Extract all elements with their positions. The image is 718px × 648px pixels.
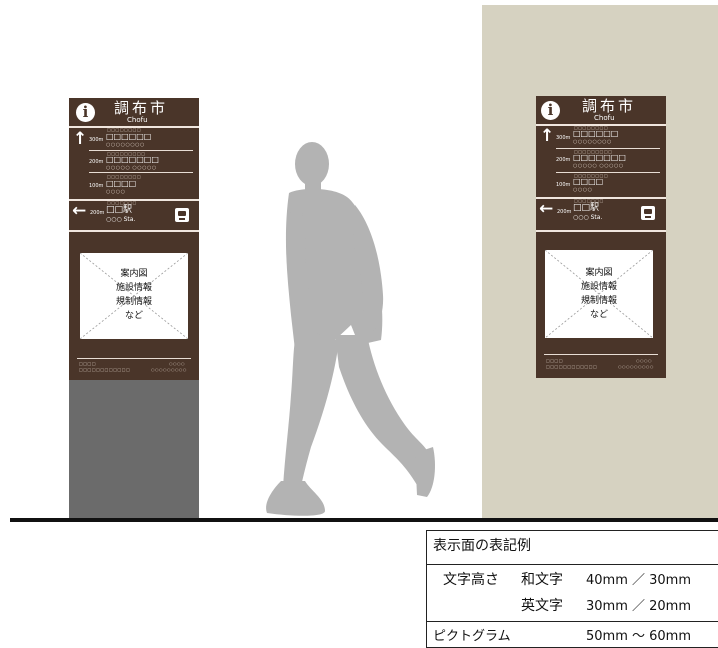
row-label-pictogram: ピクトグラム: [433, 629, 511, 644]
map-placeholder: 案内図 施設情報 規制情報 など: [545, 250, 653, 338]
destination-en: ○○○○○○○○: [106, 142, 145, 148]
destination-ja-small: □□□□□□□□: [574, 173, 609, 178]
walking-person-silhouette: [266, 142, 435, 516]
row-sub-english: 英文字: [521, 598, 563, 614]
destination-ja-small: □□□□□□□□: [574, 125, 609, 130]
map-label: 施設情報: [580, 282, 617, 292]
destination-ja-small: □□□□□□□: [107, 200, 137, 205]
notation-spec-table: 表示面の表記例 文字高さ 和文字 40mm ／ 30mm 英文字 30mm ／ …: [426, 530, 718, 648]
destination-ja: □□□□□□: [573, 129, 619, 138]
divider: [69, 199, 199, 201]
divider: [556, 148, 660, 149]
footer-right-line2: ○○○○○○○○○: [151, 367, 187, 372]
city-name-ja: 調布市: [582, 97, 637, 115]
arrow-left-icon: ←: [72, 201, 87, 221]
divider: [69, 126, 199, 128]
distance-label: 100m: [89, 183, 104, 189]
wall-sign-panel: i 調布市 Chofu ↑ 300m □□□□□□□□ □□□□□□ ○○○○○…: [536, 96, 666, 378]
table-divider: [427, 564, 718, 565]
footer-left-line2: □□□□□□□□□□□□: [546, 364, 598, 369]
map-label: など: [124, 311, 143, 321]
divider: [536, 230, 666, 232]
divider: [556, 172, 660, 173]
station-name-ja: □□駅: [573, 203, 600, 213]
destination-ja: □□□□□□: [106, 132, 152, 141]
destination-ja-small: □□□□□□□□□: [574, 149, 613, 154]
distance-label: 200m: [90, 210, 105, 216]
divider: [536, 197, 666, 199]
table-divider: [427, 621, 718, 622]
divider: [89, 172, 193, 173]
ground-line: [10, 518, 718, 522]
city-name-en: Chofu: [127, 116, 148, 124]
destination-ja: □□□□: [106, 179, 137, 188]
footer-right-line1: ○○○○: [169, 361, 185, 366]
distance-label: 200m: [556, 157, 571, 163]
destination-ja: □□□□□□□: [106, 155, 159, 164]
divider: [69, 230, 199, 232]
train-pictogram-icon: [175, 208, 189, 222]
destination-ja-small: □□□□□□□□: [107, 174, 142, 179]
destination-en: ○○○○: [573, 187, 593, 193]
row-sub-japanese: 和文字: [521, 572, 563, 588]
divider: [77, 358, 191, 359]
station-name-ja: □□駅: [106, 205, 133, 215]
destination-ja: □□□□: [573, 177, 604, 186]
station-name-en: ○○○ Sta.: [106, 216, 136, 223]
map-label: など: [589, 310, 608, 320]
distance-label: 300m: [556, 135, 571, 141]
map-label: 規制情報: [580, 296, 617, 306]
arrow-left-icon: ←: [539, 199, 554, 219]
row-value-japanese: 40mm ／ 30mm: [586, 573, 692, 588]
map-label: 案内図: [120, 269, 148, 279]
destination-ja-small: □□□□□□□□: [107, 127, 142, 132]
footer-left-line1: □□□□: [79, 361, 97, 366]
sign-post: [69, 380, 199, 520]
map-label: 規制情報: [115, 297, 152, 307]
destination-ja: □□□□□□□: [573, 153, 626, 162]
distance-label: 200m: [89, 159, 104, 165]
row-value-pictogram: 50mm 〜 60mm: [586, 629, 692, 644]
distance-label: 100m: [556, 182, 571, 188]
table-title: 表示面の表記例: [433, 538, 531, 554]
arrow-up-icon: ↑: [73, 129, 88, 149]
city-name-ja: 調布市: [114, 99, 169, 117]
destination-en: ○○○○○○○○: [573, 139, 612, 145]
standing-sign-panel: i 調布市 Chofu ↑ 300m □□□□□□□□ □□□□□□ ○○○○○…: [69, 98, 199, 380]
destination-en: ○○○○○ ○○○○○: [573, 163, 624, 169]
divider: [89, 150, 193, 151]
footer-left-line1: □□□□: [546, 358, 564, 363]
distance-label: 300m: [89, 137, 104, 143]
map-cross-lines: [545, 250, 653, 338]
divider: [536, 124, 666, 126]
arrow-up-icon: ↑: [540, 126, 555, 146]
destination-en: ○○○○○ ○○○○○: [106, 165, 157, 171]
map-label: 案内図: [585, 268, 613, 278]
city-name-en: Chofu: [594, 114, 615, 122]
destination-ja-small: □□□□□□□: [574, 198, 604, 203]
distance-label: 200m: [557, 209, 572, 215]
destination-ja-small: □□□□□□□□□: [107, 151, 146, 156]
information-icon: i: [76, 103, 95, 122]
footer-right-line1: ○○○○: [636, 358, 652, 363]
row-value-english: 30mm ／ 20mm: [586, 599, 692, 614]
destination-en: ○○○○: [106, 189, 126, 195]
map-placeholder: 案内図 施設情報 規制情報 など: [80, 253, 188, 339]
train-pictogram-icon: [641, 206, 655, 220]
footer-left-line2: □□□□□□□□□□□□: [79, 367, 131, 372]
map-cross-lines: [80, 253, 188, 339]
row-label-text-height: 文字高さ: [443, 572, 499, 588]
information-icon: i: [541, 101, 560, 120]
divider: [544, 354, 658, 355]
footer-right-line2: ○○○○○○○○○: [618, 364, 654, 369]
station-name-en: ○○○ Sta.: [573, 214, 603, 221]
map-label: 施設情報: [115, 283, 152, 293]
